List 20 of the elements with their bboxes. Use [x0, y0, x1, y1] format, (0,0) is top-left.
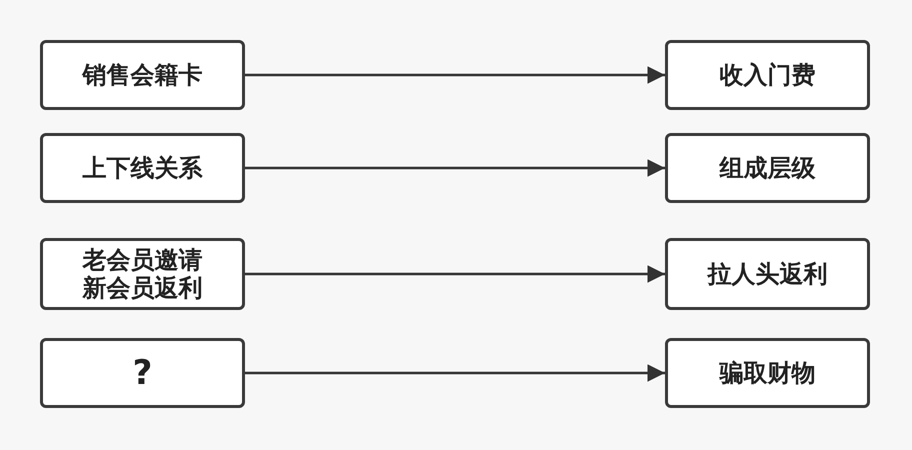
box-text: 销售会籍卡: [82, 61, 202, 89]
box-text: ?: [132, 359, 152, 387]
process-box: [40, 238, 245, 310]
process-box: [665, 238, 870, 310]
process-box: [40, 133, 245, 203]
arrow: [245, 364, 665, 382]
process-box: [40, 40, 245, 110]
box-text: 收入门费: [720, 61, 816, 89]
process-box: [40, 338, 245, 408]
arrow: [245, 159, 665, 177]
box-text: 组成层级: [720, 154, 816, 182]
process-box: [665, 40, 870, 110]
arrow: [245, 66, 665, 84]
box-text: 拉人头返利: [708, 260, 828, 288]
process-box: [665, 338, 870, 408]
process-box: [665, 133, 870, 203]
arrow: [245, 265, 665, 283]
box-text: 骗取财物: [720, 359, 816, 387]
box-text: 上下线关系: [82, 154, 202, 182]
box-text: 老会员邀请新会员返利: [81, 246, 204, 302]
